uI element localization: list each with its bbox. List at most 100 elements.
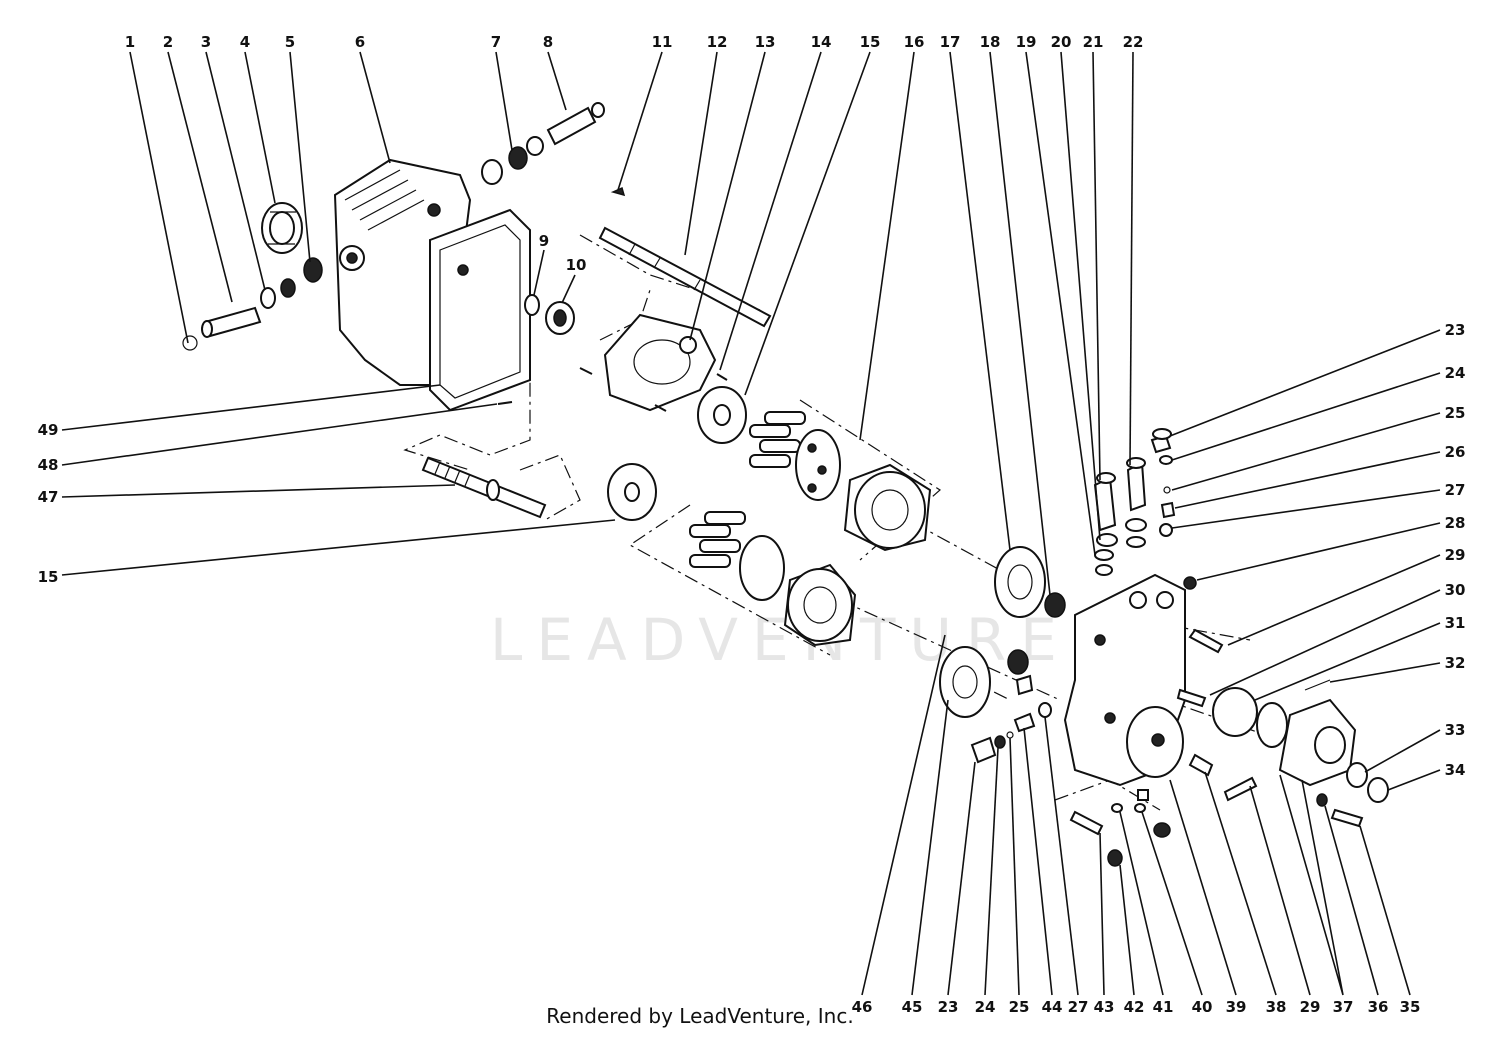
label-12: 12: [707, 33, 728, 51]
bolt-38b: [1223, 776, 1258, 802]
thrust-washer-14: [697, 386, 747, 444]
pistons-lower: [689, 511, 746, 568]
label-4: 4: [240, 33, 250, 51]
center-section: [1063, 573, 1186, 787]
spring-27b: [1015, 674, 1034, 696]
pin-c: [716, 373, 728, 381]
retaining-ring: [182, 335, 198, 351]
plug-23-lower: [970, 736, 997, 764]
ball-25-lower: [1006, 731, 1014, 739]
pistons-16: [749, 411, 806, 468]
label-3: 3: [201, 33, 211, 51]
label-38: 38: [1266, 998, 1287, 1016]
o-ring-40: [1134, 803, 1146, 813]
label-29-right: 29: [1445, 546, 1466, 564]
bolt-29: [1188, 628, 1224, 654]
label-25-bottom: 25: [1009, 998, 1030, 1016]
shaft-12: [598, 226, 772, 328]
label-22: 22: [1123, 33, 1144, 51]
bolt-30: [1176, 688, 1207, 708]
label-27-bottom: 27: [1068, 998, 1089, 1016]
washer-3b: [280, 278, 296, 298]
label-21: 21: [1083, 33, 1104, 51]
o-ring-41: [1111, 803, 1123, 813]
label-31-right: 31: [1445, 614, 1466, 632]
label-18: 18: [980, 33, 1001, 51]
nut-39b: [1153, 822, 1171, 838]
label-47: 47: [38, 488, 59, 506]
label-7: 7: [491, 33, 501, 51]
label-19: 19: [1016, 33, 1037, 51]
label-6: 6: [355, 33, 365, 51]
ball-25: [1163, 486, 1171, 494]
label-1: 1: [125, 33, 135, 51]
spring-44: [1013, 712, 1036, 733]
pin-32: [1304, 679, 1331, 691]
label-15-top: 15: [860, 33, 881, 51]
bearing-10: [545, 301, 575, 335]
thrust-washer-15: [607, 463, 657, 521]
label-24-right: 24: [1445, 364, 1466, 382]
label-29-bottom: 29: [1300, 998, 1321, 1016]
label-43: 43: [1094, 998, 1115, 1016]
bolt-35: [1330, 808, 1364, 828]
plate-lower: [739, 535, 785, 601]
label-30-right: 30: [1445, 581, 1466, 599]
charge-pump-37: [1256, 698, 1357, 787]
plate-17: [994, 546, 1046, 618]
label-14: 14: [811, 33, 832, 51]
label-46: 46: [852, 998, 873, 1016]
pin-8: [546, 102, 605, 146]
o-ring-24: [1159, 455, 1173, 465]
label-40: 40: [1192, 998, 1213, 1016]
shaft-47: [421, 456, 547, 519]
parts: [182, 102, 1389, 867]
label-36: 36: [1368, 998, 1389, 1016]
bolt-43: [1069, 810, 1104, 836]
plug-28: [1183, 576, 1197, 590]
label-39: 39: [1226, 998, 1247, 1016]
swashplate-13: [603, 313, 717, 412]
label-37: 37: [1333, 998, 1354, 1016]
label-24-bottom: 24: [975, 998, 996, 1016]
label-32-right: 32: [1445, 654, 1466, 672]
label-33-right: 33: [1445, 721, 1466, 739]
label-23-right: 23: [1445, 321, 1466, 339]
label-17: 17: [940, 33, 961, 51]
plug-39: [1137, 789, 1149, 801]
plate-16a: [795, 429, 841, 501]
label-10: 10: [566, 256, 587, 274]
washer-36: [1316, 793, 1328, 807]
label-13: 13: [755, 33, 776, 51]
cylinder-block-16: [843, 463, 932, 552]
label-2: 2: [163, 33, 173, 51]
bearing-4: [261, 202, 303, 254]
bearing-18: [1044, 592, 1066, 618]
label-44: 44: [1042, 998, 1063, 1016]
leader-lines: [61, 51, 1441, 996]
gasket-49: [429, 208, 531, 412]
o-ring-31: [1212, 687, 1258, 737]
poppet-27-lower: [1038, 702, 1052, 718]
label-8: 8: [543, 33, 553, 51]
label-25-right: 25: [1445, 404, 1466, 422]
washer-24-lower: [994, 735, 1006, 749]
dowel-48: [497, 401, 513, 405]
seal-34: [1367, 777, 1389, 803]
label-48: 48: [38, 456, 59, 474]
check-valve-22: [1125, 457, 1147, 548]
label-45: 45: [902, 998, 923, 1016]
spring-38: [1188, 753, 1214, 777]
label-15-left: 15: [38, 568, 59, 586]
label-41: 41: [1153, 998, 1174, 1016]
label-26-right: 26: [1445, 443, 1466, 461]
bushing-5: [303, 257, 323, 283]
credit-text: Rendered by LeadVenture, Inc.: [546, 1004, 854, 1028]
label-42: 42: [1124, 998, 1145, 1016]
spring-26: [1160, 501, 1176, 519]
label-27-right: 27: [1445, 481, 1466, 499]
pin-a: [579, 367, 593, 375]
label-20: 20: [1051, 33, 1072, 51]
label-11: 11: [652, 33, 673, 51]
